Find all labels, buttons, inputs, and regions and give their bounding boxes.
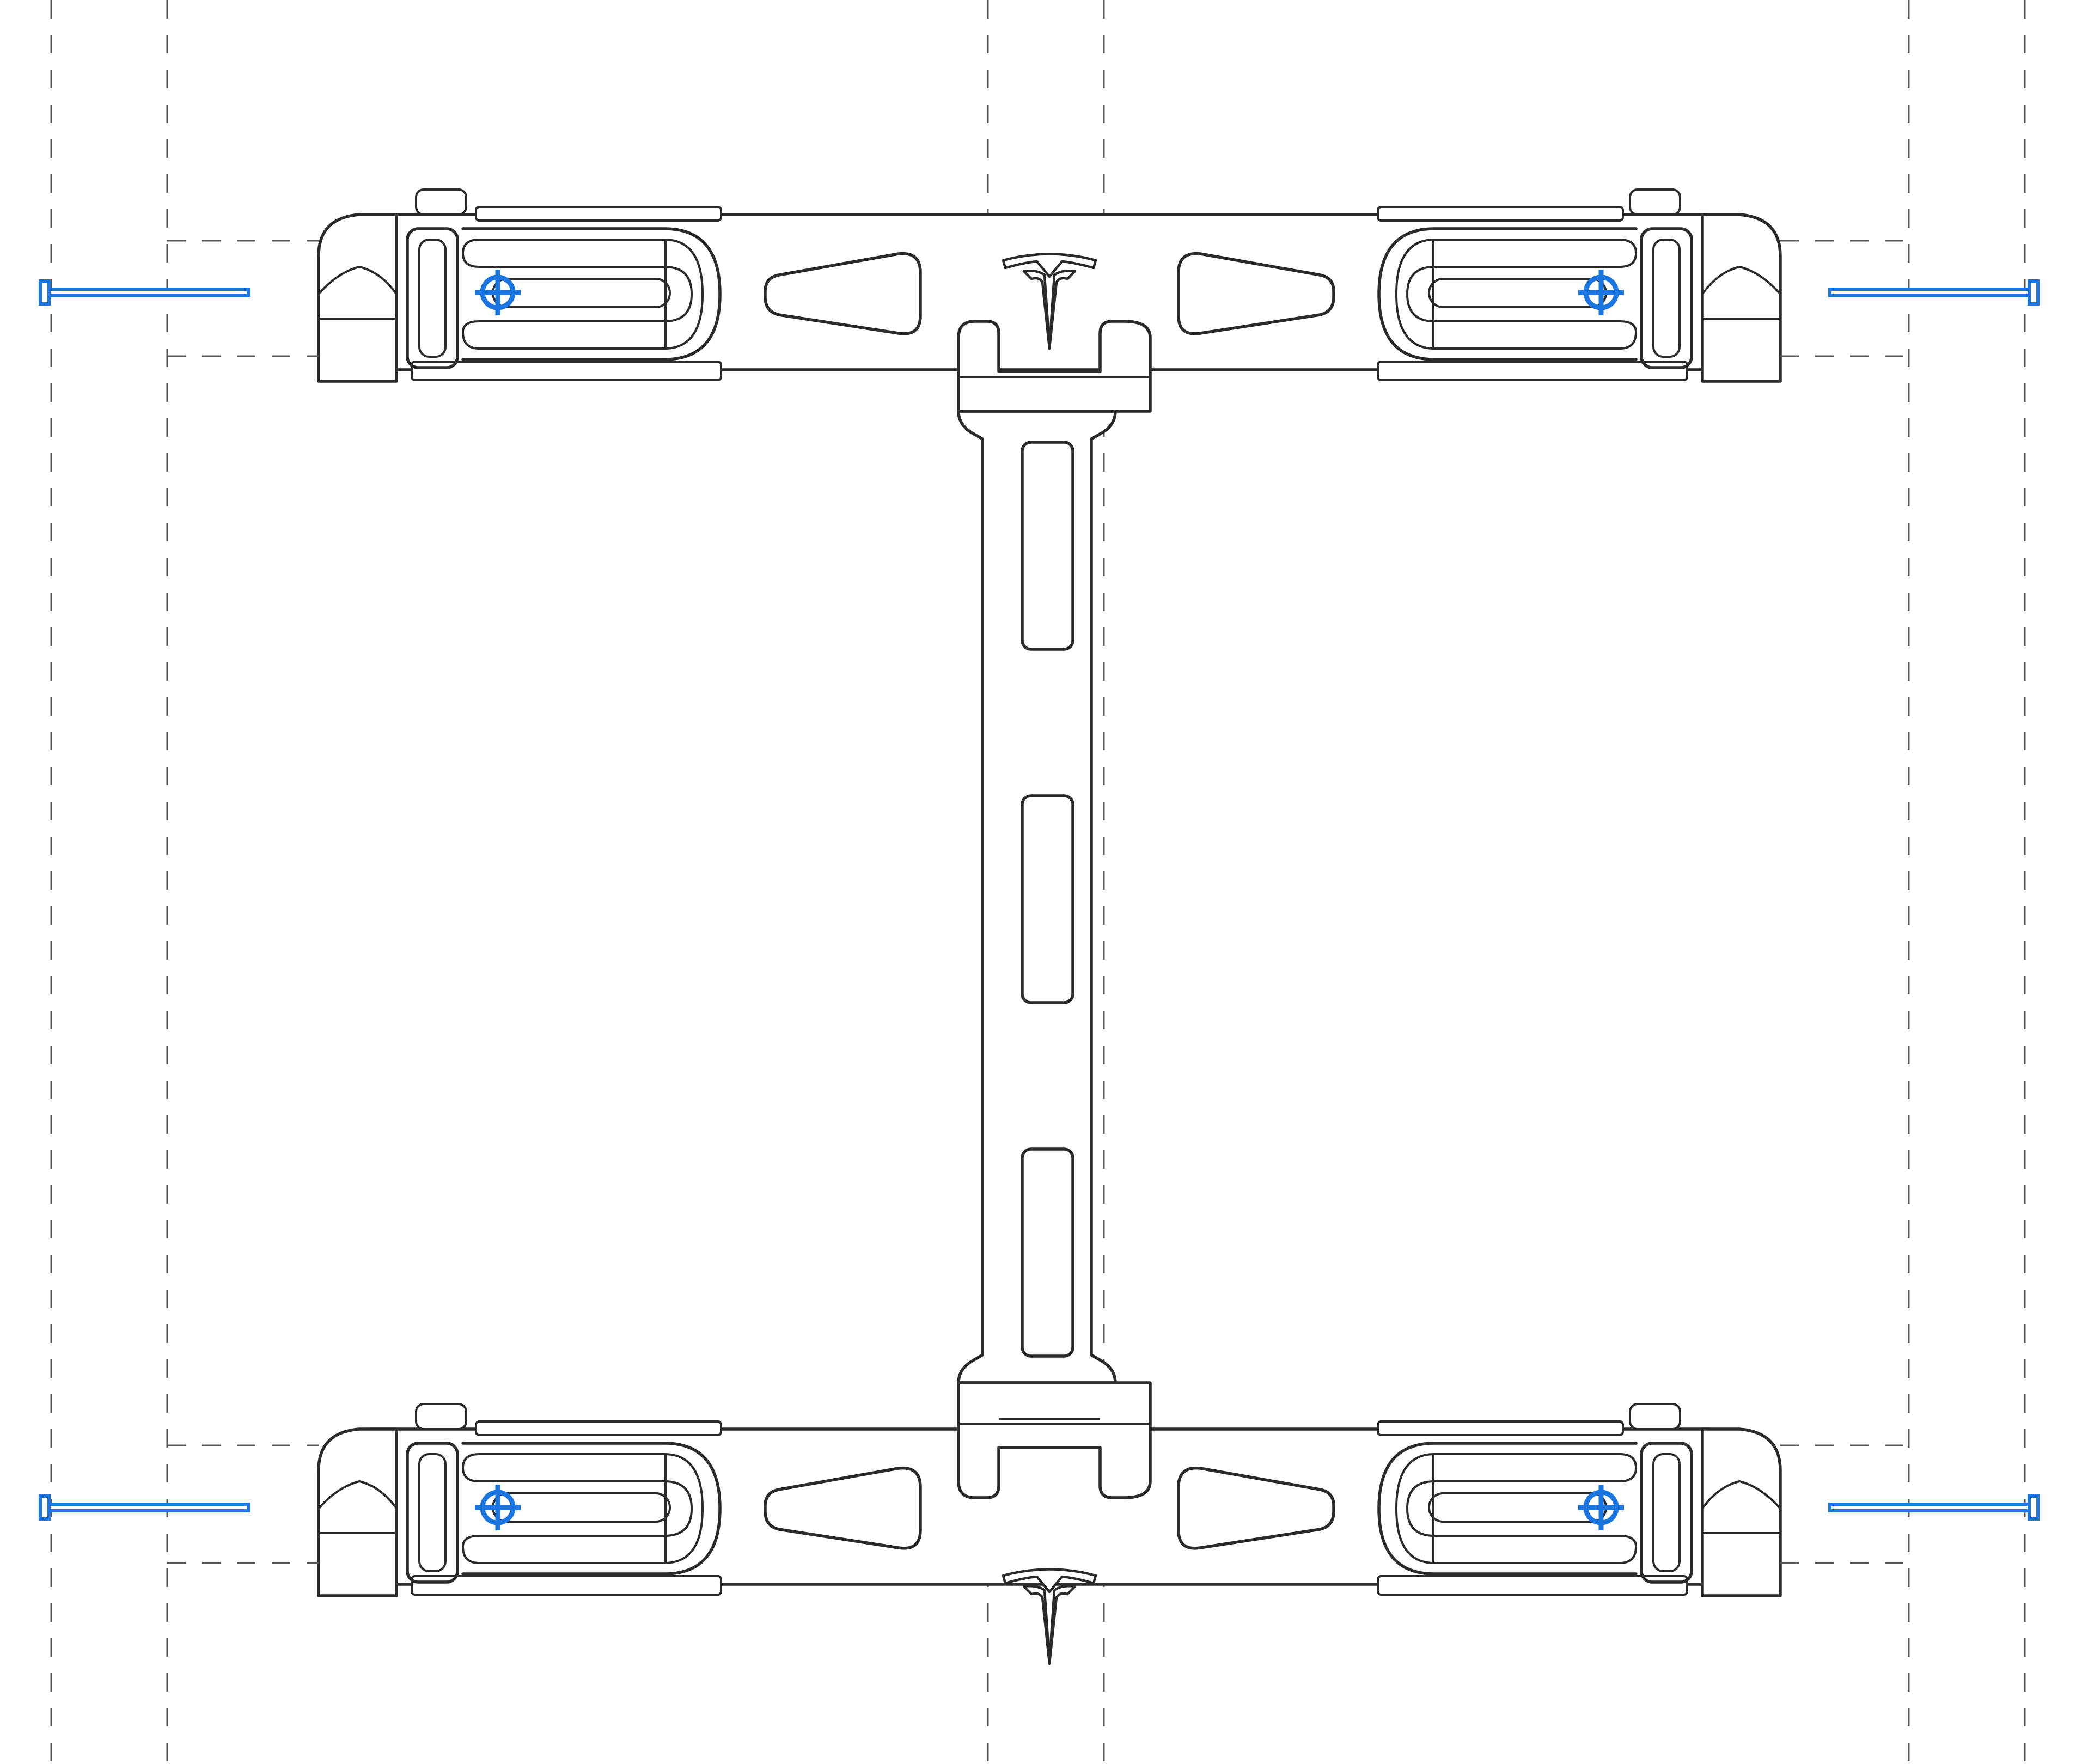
clip-guide-lines: [167, 240, 1909, 357]
top-bracket: [39, 190, 2040, 413]
screw-icon: [39, 1494, 250, 1521]
screw-target-icon: [1578, 270, 1624, 315]
screw-icon: [1828, 279, 2040, 306]
spine-slot: [1021, 794, 1074, 1004]
clip-guide-lines: [167, 1444, 1909, 1564]
screw-target-icon: [475, 270, 521, 315]
screw-target-icon: [475, 1485, 521, 1530]
screw-target-icon: [1578, 1485, 1624, 1530]
bottom-bracket: [39, 1381, 2040, 1664]
screw-icon: [1828, 1494, 2040, 1521]
spine-slot: [1021, 441, 1074, 651]
center-spine: [957, 410, 1117, 1384]
screw-icon: [39, 279, 250, 306]
spine-slot: [1021, 1147, 1074, 1358]
